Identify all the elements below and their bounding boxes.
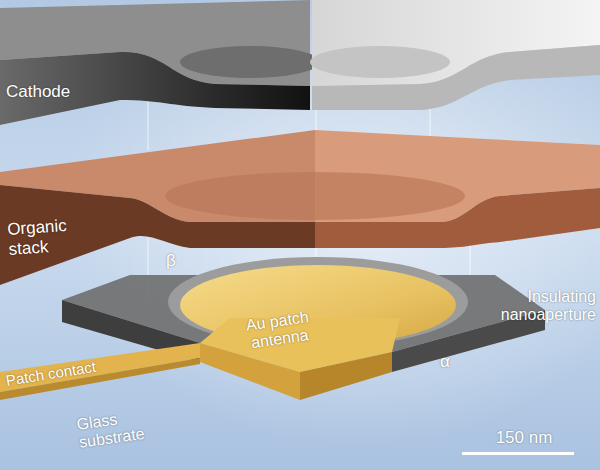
cathode-face	[0, 52, 310, 125]
scale-label: 150 nm	[468, 428, 580, 448]
layer-label: Organic stack	[7, 216, 69, 260]
cathode-dip	[180, 46, 320, 78]
gold-block-face	[200, 343, 300, 400]
interface-label: α	[440, 352, 450, 372]
contact-strip-edge	[0, 358, 200, 400]
part-label: Patch contact	[5, 358, 97, 389]
layer-label: Glass substrate	[75, 407, 145, 452]
interface-label: β	[166, 251, 176, 271]
layer-label: Cathode	[6, 82, 70, 102]
scale-bar	[462, 452, 574, 455]
organic-face	[315, 188, 600, 248]
cathode-dip	[310, 46, 450, 78]
organic-dip	[165, 172, 465, 220]
part-label: Insulating nanoaperture	[501, 288, 596, 324]
gold-block-face	[300, 352, 392, 400]
part-label: Au patch antenna	[235, 307, 321, 354]
cathode-face	[312, 45, 600, 110]
